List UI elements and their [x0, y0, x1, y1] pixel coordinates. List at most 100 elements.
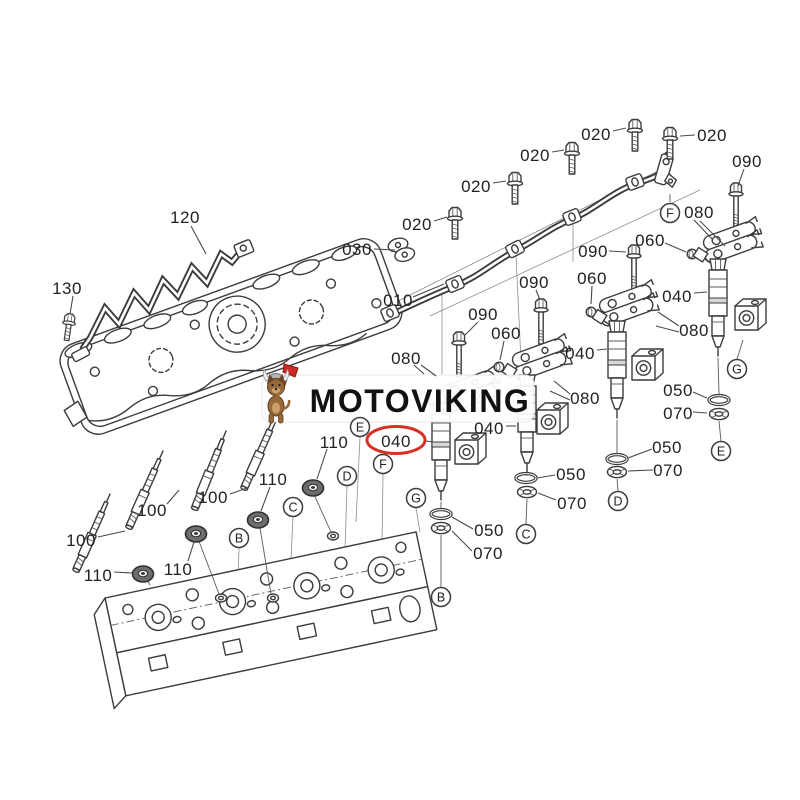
rail-bolt-020-3	[563, 141, 581, 175]
ref-circle-outline	[228, 527, 250, 549]
oring-050-B	[429, 507, 453, 521]
ref-circle-F-head: F	[372, 453, 394, 475]
leader-line	[692, 391, 708, 399]
ref-circle-outline	[282, 496, 304, 518]
part-number-text: 020	[520, 146, 550, 165]
leader-line	[693, 291, 708, 294]
leader-line	[627, 448, 653, 459]
part-label-020-6: 020	[520, 146, 565, 165]
leader-line	[373, 248, 396, 251]
holddown-bolt-090-D	[626, 244, 642, 291]
part-number-text: 090	[519, 273, 549, 292]
ref-circle-outline	[659, 202, 681, 224]
oring-050-D	[605, 452, 629, 466]
leader-line	[693, 219, 714, 241]
injector-assembly-C	[493, 298, 576, 525]
ref-circle-outline	[349, 416, 371, 438]
part-number-text: 100	[66, 531, 96, 550]
part-label-040-18: 040	[565, 344, 608, 363]
part-label-100-34: 100	[198, 487, 248, 507]
part-number-text: 030	[342, 240, 372, 259]
glow-plug-washer-1	[131, 565, 155, 583]
ref-circle-outline	[710, 440, 732, 462]
ref-letter-text: E	[717, 445, 725, 459]
ref-circle-G-head: G	[405, 487, 427, 509]
ref-circle-C-injector-column: C	[515, 523, 537, 545]
leader-line	[425, 440, 434, 443]
part-number-text: 050	[556, 465, 586, 484]
leader-line	[229, 487, 248, 495]
holddown-bolt-090-B	[451, 331, 467, 378]
leader-line	[612, 127, 627, 132]
brand-mascot-icon	[262, 363, 299, 424]
leader-line	[537, 492, 557, 501]
part-label-110-37: 110	[259, 470, 287, 512]
part-number-text: 090	[578, 242, 608, 261]
glow-plugs	[70, 409, 340, 603]
ref-letter-text: G	[411, 492, 421, 506]
part-label-090-27: 090	[463, 305, 497, 337]
heatshield-070-C	[516, 485, 538, 499]
glow-plug-washer-4	[301, 479, 325, 497]
part-label-020-7: 020	[581, 125, 627, 144]
ref-circle-F-fuel-rail: F	[659, 202, 681, 224]
part-number-text: 080	[391, 349, 421, 368]
part-number-text: 110	[164, 560, 193, 579]
valve-cover	[59, 238, 403, 435]
pipe-clamp-030	[387, 237, 416, 263]
ref-letter-text: E	[356, 421, 364, 435]
leader-line	[260, 486, 271, 512]
leader-line	[608, 250, 627, 253]
leader-line	[553, 380, 571, 395]
injector-block-D	[631, 348, 664, 381]
part-number-text: 060	[491, 324, 521, 343]
part-label-050-13: 050	[663, 381, 708, 400]
part-number-text: 080	[570, 389, 600, 408]
leader-line	[692, 411, 708, 414]
leader-line	[316, 448, 328, 480]
part-label-060-22: 060	[491, 324, 521, 361]
watermark: MOTOVIKING	[261, 363, 535, 424]
leader-line	[412, 283, 445, 298]
part-label-010-3: 010	[383, 283, 445, 310]
holddown-bolt-090-E	[728, 182, 744, 229]
part-number-text: 060	[635, 231, 665, 250]
seal-060-C	[493, 361, 505, 373]
ref-circle-G-injector-column: G	[726, 358, 748, 380]
leader-line	[97, 530, 126, 538]
leader-line	[413, 364, 425, 375]
ref-circle-outline	[336, 465, 358, 487]
part-label-050-25: 050	[536, 465, 586, 484]
leader-line	[551, 149, 565, 153]
ref-letter-text: G	[732, 363, 742, 377]
ref-circle-outline	[372, 453, 394, 475]
rail-bolt-020-2	[506, 171, 524, 205]
part-label-020-5: 020	[461, 177, 507, 196]
part-label-080-10: 080	[684, 203, 726, 247]
part-number-text: 070	[653, 461, 683, 480]
part-number-text: 100	[137, 501, 167, 520]
leader-line	[596, 348, 608, 351]
leader-line	[187, 541, 195, 562]
part-number-text: 120	[170, 208, 200, 227]
part-label-090-21: 090	[519, 273, 549, 301]
part-number-text: 100	[198, 488, 228, 507]
part-number-text: 050	[663, 381, 693, 400]
part-number-text: 020	[697, 126, 727, 145]
leader-line	[657, 311, 680, 327]
clamp-080-E	[697, 215, 767, 268]
part-label-110-38: 110	[316, 433, 348, 480]
part-label-070-26: 070	[537, 492, 586, 513]
leader-line	[463, 321, 479, 337]
leader-line	[627, 469, 654, 472]
leader-line	[699, 220, 726, 247]
part-label-070-20: 070	[627, 461, 683, 480]
part-label-060-11: 060	[635, 231, 687, 253]
ref-circle-E-injector-column: E	[710, 440, 732, 462]
ref-letter-text: D	[613, 495, 622, 509]
part-number-text: 040	[565, 344, 595, 363]
ref-letter-text: C	[288, 501, 297, 515]
part-label-110-36: 110	[164, 541, 195, 579]
part-label-090-15: 090	[578, 242, 627, 261]
